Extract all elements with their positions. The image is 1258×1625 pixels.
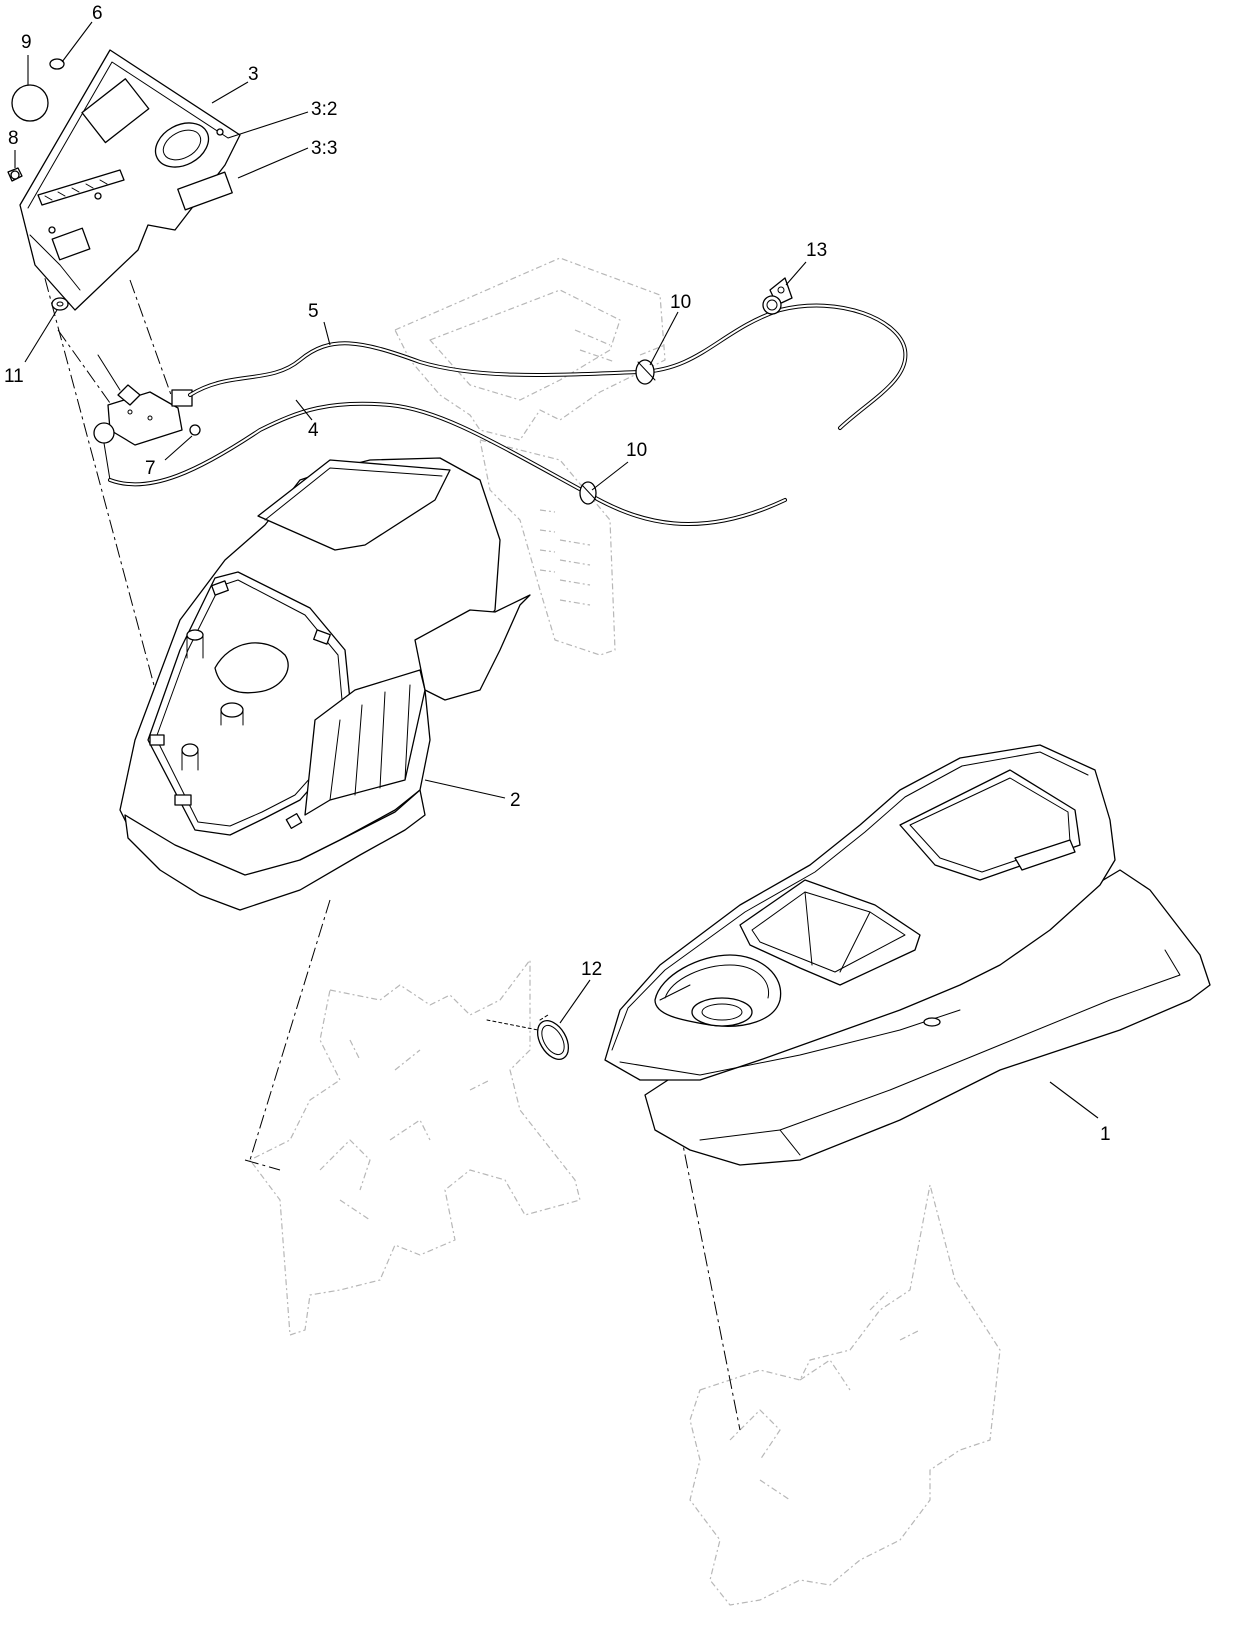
throttle-slot	[37, 169, 125, 206]
ghost-upper-bracket	[394, 257, 666, 441]
cable-tie-lower-part-10	[579, 481, 597, 505]
ghost-right-mount-plate	[689, 1184, 1001, 1606]
nut-part-11	[51, 297, 69, 311]
cable-tie-upper-part-10	[635, 359, 656, 385]
console-cover-part-1	[604, 744, 1211, 1166]
callout-8: 8	[8, 128, 19, 149]
wire-harness-4	[108, 401, 787, 526]
control-panel-part-3	[19, 49, 241, 311]
callout-4: 4	[308, 420, 319, 441]
cup-ring-part-12	[486, 1014, 570, 1060]
wire-harness-5	[188, 303, 908, 430]
callout-3-2: 3:2	[311, 99, 337, 120]
callout-13: 13	[806, 240, 827, 261]
decal-3-3	[177, 171, 233, 211]
callout-10-lower: 10	[626, 440, 647, 461]
callout-10-upper: 10	[670, 292, 691, 313]
panel-window-upper	[81, 78, 150, 144]
callout-3-3: 3:3	[311, 138, 337, 159]
callout-5: 5	[308, 301, 319, 322]
panel-window-lower	[51, 227, 91, 261]
clamp-part-13	[762, 277, 793, 315]
callout-3: 3	[248, 64, 259, 85]
callout-6: 6	[92, 3, 103, 24]
ghost-left-mount-plate	[249, 959, 581, 1336]
panel-gauge-opening	[154, 122, 210, 168]
callout-1: 1	[1100, 1124, 1111, 1145]
knob-part-9	[11, 84, 49, 122]
callout-2: 2	[510, 790, 521, 811]
callout-11: 11	[4, 366, 24, 387]
callout-12: 12	[581, 959, 602, 980]
callout-leaders	[14, 21, 1099, 1119]
callout-9: 9	[21, 32, 32, 53]
callout-labels: 1 2 3 3:2 3:3 4 5 6 7 8 9 10 10 11 12 13	[4, 3, 1111, 1145]
plug-part-6	[49, 58, 65, 70]
callout-7: 7	[145, 458, 156, 479]
screw-part-8	[7, 167, 23, 182]
console-housing-part-2	[119, 457, 531, 911]
switch-assembly	[93, 354, 201, 481]
phantom-lines	[31, 154, 741, 1431]
